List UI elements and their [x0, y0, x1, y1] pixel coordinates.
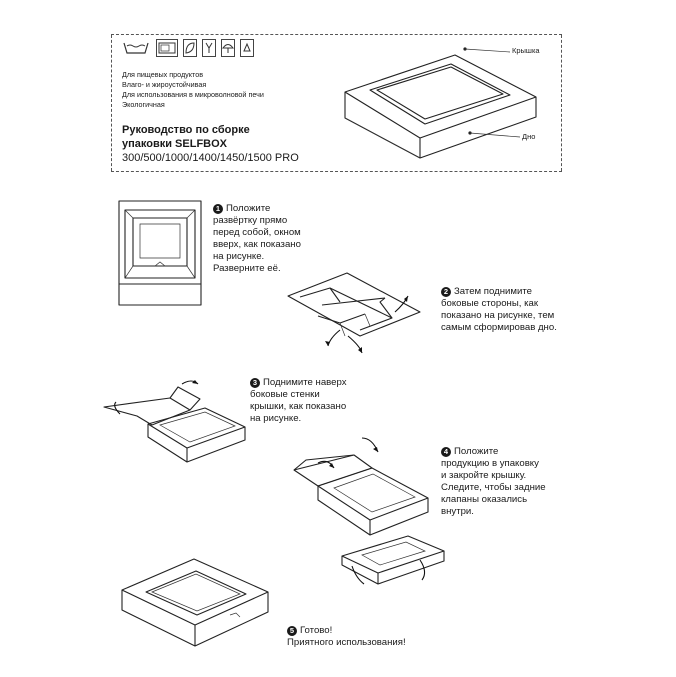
step-1-line-1: Положите — [226, 203, 271, 214]
step-2-line-4: самым сформировав дно. — [441, 322, 557, 333]
step3-illustration — [103, 380, 246, 463]
step-4-line-5: клапаны оказались — [441, 494, 528, 505]
step-2-line-2: боковые стороны, как — [441, 298, 539, 309]
property-icons — [121, 37, 254, 59]
recycle-icon — [240, 39, 254, 57]
step-1-line-3: перед собой, окном — [213, 227, 301, 238]
step-4-line-1: Положите — [454, 446, 499, 457]
step-2-line-3: показано на рисунке, тем — [441, 310, 555, 321]
property-microwave: Для использования в микроволновой печи — [122, 90, 264, 99]
step-2-line-1: Затем поднимите — [454, 286, 532, 297]
step-1-line-6: Разверните её. — [213, 263, 281, 274]
step-1-line-5: на рисунке. — [213, 251, 265, 262]
eco-leaf-icon — [183, 39, 197, 57]
frame-right-border — [561, 35, 562, 171]
step-5-number: 5 — [287, 626, 297, 636]
step-4-line-2: продукцию в упаковку — [441, 458, 539, 469]
label-lid: Крышка — [512, 46, 540, 55]
step-3-line-4: на рисунке. — [250, 413, 302, 424]
step-1-line-4: вверх, как показано — [213, 239, 301, 250]
step-3-line-2: боковые стенки — [250, 389, 320, 400]
step-5-line-1: Готово! — [300, 625, 333, 636]
label-bottom: Дно — [522, 132, 536, 141]
header-box-illustration — [344, 47, 537, 159]
title-line-1: Руководство по сборке — [122, 124, 250, 136]
step-3-line-3: крышки, как показано — [250, 401, 347, 412]
header-frame — [111, 34, 562, 172]
step-2-number: 2 — [441, 287, 451, 297]
step-1-line-2: развёртку прямо — [213, 215, 288, 226]
microwave-icon — [156, 39, 178, 57]
step-4-line-4: Следите, чтобы задние — [441, 482, 546, 493]
step-3-number: 3 — [250, 378, 260, 388]
step-4-number: 4 — [441, 447, 451, 457]
step-4-line-3: и закройте крышку. — [441, 470, 527, 481]
document-title: Руководство по сборке упаковки SELFBOX 3… — [122, 123, 299, 165]
umbrella-icon — [221, 39, 235, 57]
step5-illustration — [121, 558, 269, 647]
property-moisture: Влаго- и жироустойчивая — [122, 80, 207, 89]
product-properties: Для пищевых продуктов Влаго- и жироустой… — [122, 70, 264, 110]
step-4-line-6: внутри. — [441, 506, 474, 517]
step2-illustration — [287, 272, 421, 354]
title-line-3: 300/500/1000/1400/1450/1500 PRO — [122, 152, 299, 164]
step4-illustration — [293, 437, 445, 585]
property-food: Для пищевых продуктов — [122, 70, 204, 79]
step-1-number: 1 — [213, 204, 223, 214]
wash-icon — [121, 39, 151, 57]
glass-fork-icon — [202, 39, 216, 57]
property-eco: Экологичная — [122, 100, 165, 109]
title-line-2: упаковки SELFBOX — [122, 138, 227, 150]
frame-left-border — [111, 35, 112, 171]
step-3-line-1: Поднимите наверх — [263, 377, 347, 388]
step-5-line-2: Приятного использования! — [287, 637, 406, 648]
step1-illustration — [118, 200, 202, 306]
